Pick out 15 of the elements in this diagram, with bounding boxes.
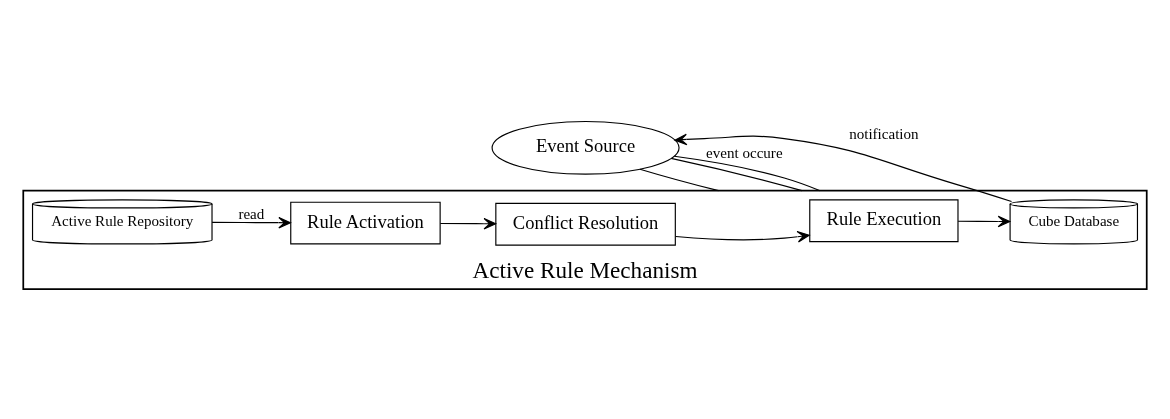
arrow <box>674 133 1013 202</box>
edge-label: notification <box>849 125 919 142</box>
connector <box>670 157 803 191</box>
arrow <box>211 216 291 228</box>
connector <box>639 168 720 191</box>
arrow <box>439 217 497 229</box>
node-box: Rule Execution <box>809 198 959 242</box>
node-box: Rule Activation <box>290 201 441 245</box>
edge-label: event occure <box>706 144 783 161</box>
node-box: Conflict Resolution <box>495 202 676 246</box>
connector <box>673 155 821 191</box>
edge-label: read <box>238 205 265 222</box>
node-ellipse: Event Source <box>491 120 680 175</box>
arrow <box>675 230 810 242</box>
arrow <box>957 215 1011 227</box>
